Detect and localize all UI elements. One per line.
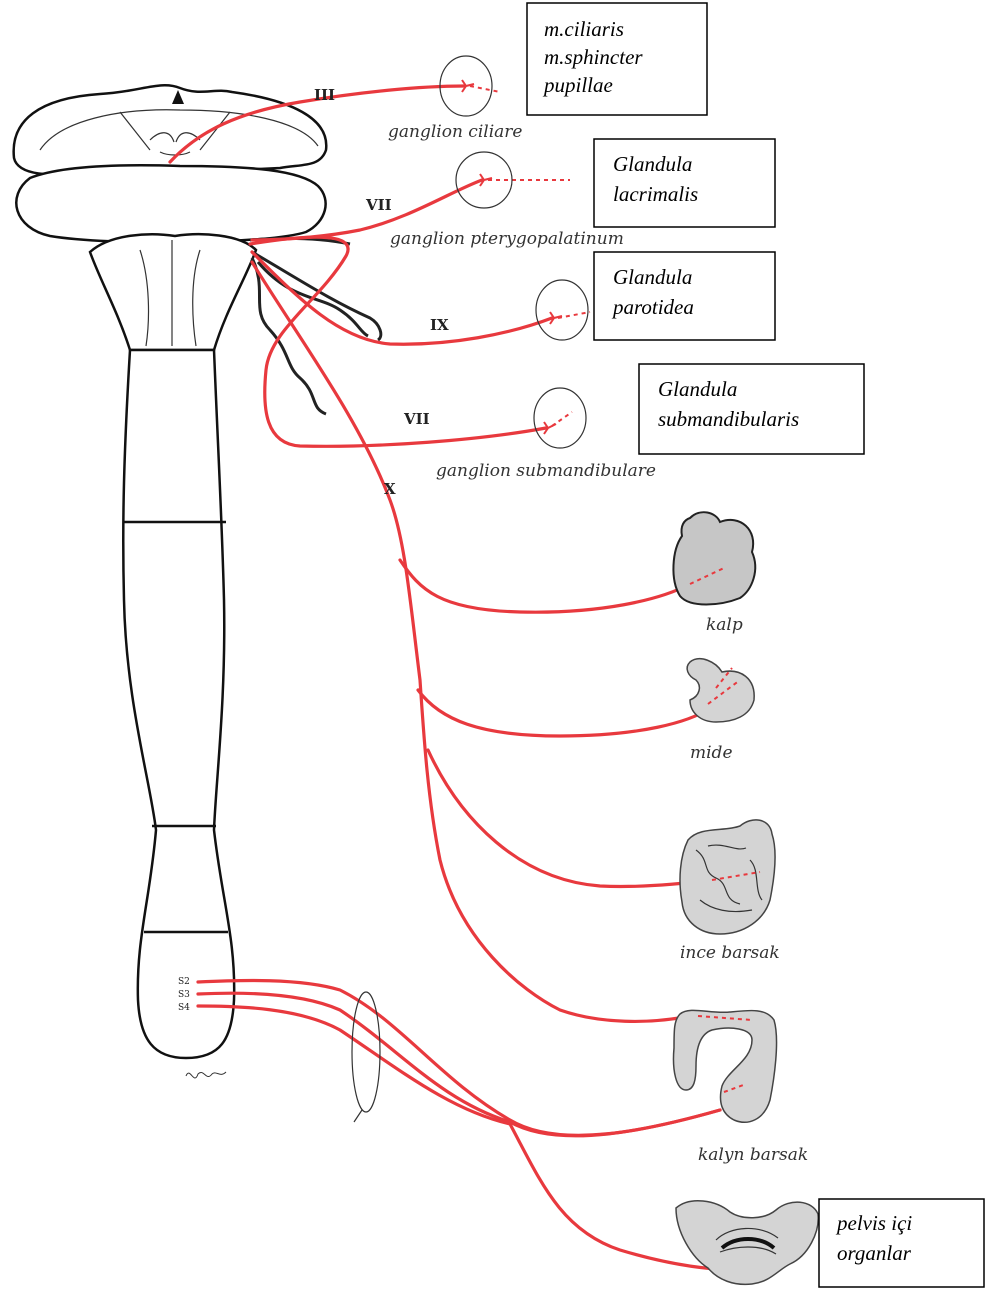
svg-text:organlar: organlar	[837, 1241, 912, 1265]
box-ciliaris: m.ciliaris m.sphincter pupillae	[527, 3, 707, 115]
svg-text:m.ciliaris: m.ciliaris	[544, 17, 624, 41]
medulla	[90, 234, 256, 350]
svg-text:Glandula: Glandula	[658, 377, 737, 401]
svg-text:pelvis içi: pelvis içi	[835, 1211, 912, 1235]
box-lacrimalis: Glandula lacrimalis	[594, 139, 775, 227]
label-s4: S4	[178, 1003, 190, 1013]
label-nerve-vii-upper: VII	[365, 196, 392, 214]
large-intestine-shape	[674, 1010, 777, 1122]
label-ince-barsak: ince barsak	[680, 943, 780, 963]
sacral-s4	[198, 1006, 740, 1270]
nerve-x	[252, 262, 690, 1021]
label-kalin-barsak: kalyn barsak	[698, 1145, 808, 1165]
label-kalp: kalp	[706, 615, 743, 635]
brainstem	[14, 85, 381, 1058]
svg-text:parotidea: parotidea	[611, 295, 694, 319]
svg-text:Glandula: Glandula	[613, 265, 692, 289]
ganglia	[352, 56, 588, 1122]
stomach-shape	[687, 659, 754, 722]
label-ganglion-pterygopalatinum: ganglion pterygopalatinum	[390, 229, 624, 249]
heart-shape	[673, 512, 755, 604]
label-nerve-ix: IX	[430, 316, 449, 334]
svg-text:Glandula: Glandula	[613, 152, 692, 176]
label-ganglion-ciliare: ganglion ciliare	[388, 122, 522, 142]
svg-text:submandibularis: submandibularis	[658, 407, 799, 431]
svg-text:m.sphincter: m.sphincter	[544, 45, 643, 69]
ganglion-submandibulare-circle	[534, 388, 586, 448]
sacral-s2	[198, 980, 720, 1135]
svg-text:lacrimalis: lacrimalis	[613, 182, 698, 206]
label-nerve-x: X	[384, 480, 396, 498]
box-parotidea: Glandula parotidea	[594, 252, 775, 340]
label-nerve-iii: III	[314, 86, 335, 104]
label-mide: mide	[690, 743, 733, 763]
ganglion-otic-circle	[536, 280, 588, 340]
pelvic-ganglion-ellipse	[352, 992, 380, 1112]
pelvis-shape	[676, 1201, 818, 1285]
sacral-s3	[198, 993, 720, 1136]
svg-text:pupillae: pupillae	[542, 73, 613, 97]
label-s2: S2	[178, 977, 190, 987]
box-submandibularis: Glandula submandibularis	[639, 364, 864, 454]
artist-signature	[186, 1072, 226, 1078]
label-nerve-vii-lower: VII	[403, 410, 430, 428]
small-intestine-shape	[680, 820, 775, 934]
nerve-vii-lower	[250, 237, 546, 446]
box-pelvis: pelvis içi organlar	[819, 1199, 984, 1287]
pons	[16, 165, 325, 242]
label-s3: S3	[178, 990, 190, 1000]
label-ganglion-submandibulare: ganglion submandibulare	[436, 461, 656, 481]
organs	[673, 512, 818, 1284]
spinal-cord	[123, 350, 234, 1058]
